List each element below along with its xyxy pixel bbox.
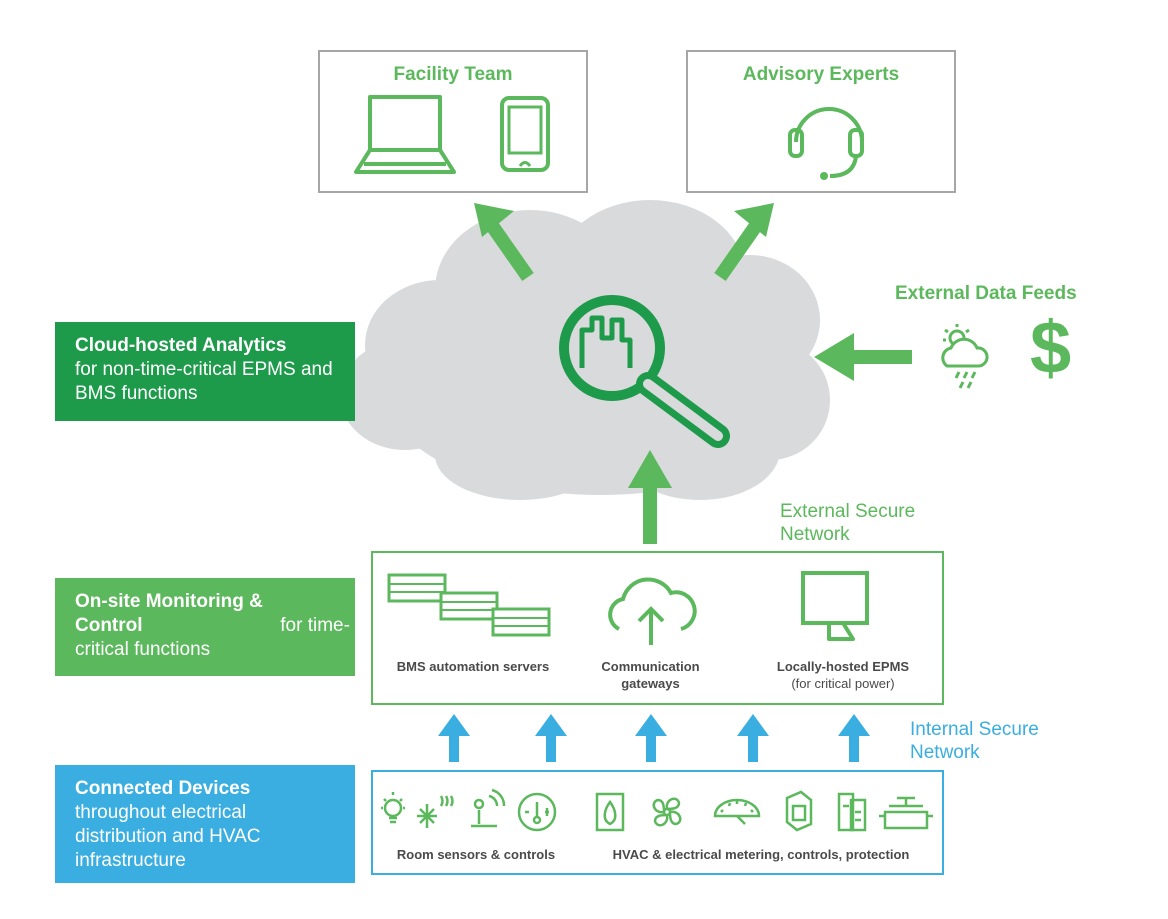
external-network-label: External Secure Network (780, 501, 916, 545)
room-sensors-caption: Room sensors & controls (396, 847, 556, 862)
epms-caption: Locally-hosted EPMS (for critical power) (753, 658, 933, 692)
devices-label-rest: throughout electrical distribution and H… (75, 802, 261, 871)
onsite-monitoring-label: On-site Monitoring & Control for time-cr… (55, 578, 355, 676)
analytics-magnifier-icon (559, 295, 730, 448)
external-data-feeds-title: External Data Feeds (895, 283, 1077, 304)
fan-icon (652, 797, 682, 827)
gateways-caption: Communication gateways (601, 659, 700, 691)
arrow-to-facility (474, 203, 534, 282)
tablet-icon (500, 96, 550, 172)
occupancy-sensor-icon (471, 788, 506, 828)
snow-heat-icon (417, 795, 454, 828)
blue-arrows (438, 714, 870, 762)
cloud-label-rest: for non-time-critical EPMS and BMS funct… (75, 359, 333, 404)
internal-network-label: Internal Secure Network (910, 719, 1039, 763)
advisory-experts-title: Advisory Experts (742, 64, 900, 85)
arrow-from-feeds (814, 333, 912, 381)
bms-servers-caption: BMS automation servers (396, 659, 550, 674)
light-bulb-icon (381, 792, 405, 824)
cloud-label-bold: Cloud-hosted Analytics (75, 335, 287, 356)
facility-team-box: Facility Team (318, 50, 588, 193)
epms-caption-sub: (for critical power) (791, 676, 895, 691)
flame-icon (595, 792, 625, 832)
onsite-frame: BMS automation servers Communication gat… (371, 551, 944, 705)
device-icons-row (381, 788, 933, 832)
connected-devices-label: Connected Devices throughout electrical … (55, 765, 355, 883)
monitor-icon (801, 571, 869, 641)
onsite-label-rest: for time-critical functions (75, 615, 350, 660)
onsite-label-bold: On-site Monitoring & Control (75, 591, 263, 636)
arrow-onsite-to-cloud (628, 450, 672, 544)
headset-icon (788, 107, 864, 180)
weather-icon (941, 324, 989, 389)
server-stack-icon (387, 573, 551, 637)
meter-icon (785, 790, 813, 832)
epms-caption-main: Locally-hosted EPMS (776, 659, 910, 674)
devices-label-bold: Connected Devices (75, 778, 251, 799)
advisory-experts-box: Advisory Experts (686, 50, 956, 193)
cloud-analytics-label: Cloud-hosted Analytics for non-time-crit… (55, 322, 355, 421)
dollar-icon: $ (1030, 306, 1072, 389)
arrow-to-advisory (714, 203, 774, 282)
cloud-upload-icon (608, 577, 697, 645)
switch-icon (837, 792, 867, 832)
gauge-icon (713, 798, 761, 825)
valve-icon (879, 796, 933, 830)
devices-frame: Room sensors & controls HVAC & electrica… (371, 770, 944, 875)
thermostat-icon (517, 792, 557, 832)
facility-team-title: Facility Team (393, 64, 513, 85)
hvac-metering-caption: HVAC & electrical metering, controls, pr… (612, 847, 910, 862)
laptop-icon (354, 95, 456, 174)
